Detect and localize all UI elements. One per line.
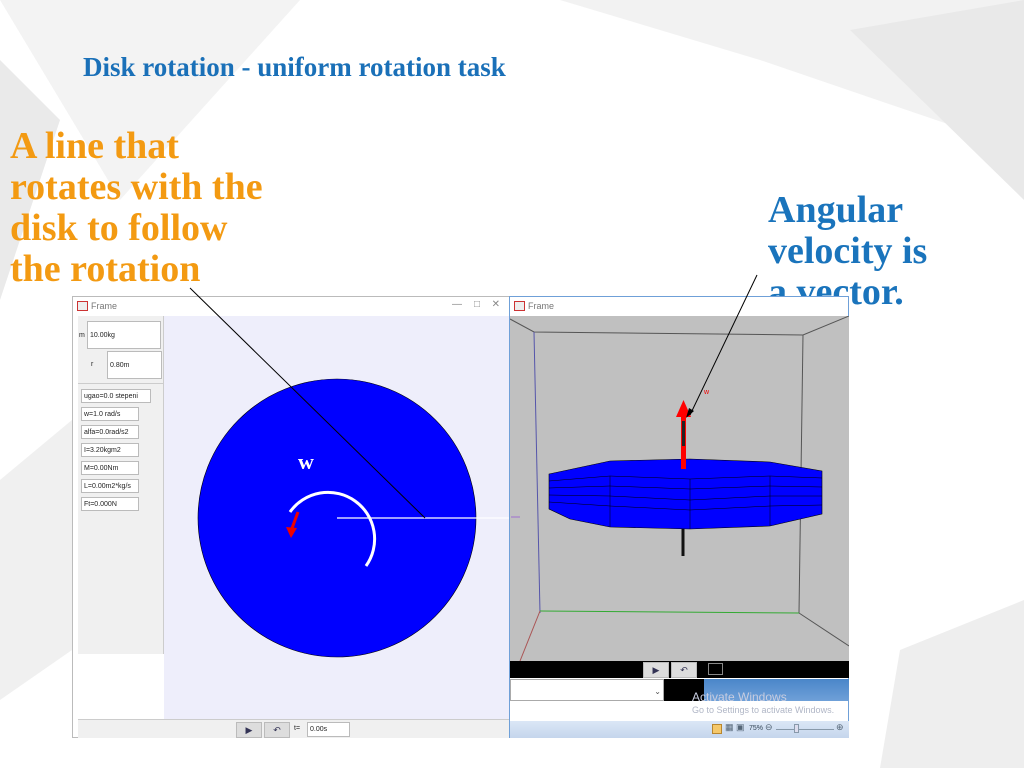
maximize-button[interactable]: □ (473, 299, 480, 310)
tangential-force-readout: Ft=0.000N (81, 497, 139, 511)
zoom-out-icon[interactable]: ⊖ (765, 722, 773, 732)
zoom-level[interactable]: 75% (749, 725, 764, 732)
zoom-slider-thumb[interactable] (794, 724, 799, 733)
title-bar: Frame — □ ✕ (73, 297, 510, 316)
zoom-slider[interactable] (776, 729, 834, 730)
annotation-line: disk to follow (10, 207, 228, 249)
title-bar: Frame (510, 297, 848, 316)
normal-view-icon[interactable] (712, 724, 722, 734)
chevron-down-icon: ⌄ (654, 687, 661, 696)
window-title: Frame (91, 301, 118, 311)
alpha-readout: alfa=0.0rad/s2 (81, 425, 139, 439)
room-edge (533, 331, 541, 614)
annotation-line: velocity is (768, 230, 928, 272)
bottom-controls: ▶ ↶ t= 0.00s (78, 719, 510, 738)
mass-input[interactable]: 10.00kg (87, 321, 161, 349)
black-region (664, 679, 704, 701)
room-edge (798, 612, 850, 647)
disk-canvas: w (164, 316, 510, 719)
watermark-line2: Go to Settings to activate Windows. (692, 705, 835, 715)
parameters-panel: m 10.00kg r 0.80m ugao=0.0 stepeni w=1.0… (78, 316, 164, 654)
annotation-line: Angular (768, 189, 904, 231)
annotation-angular-velocity: Angular velocity is a vector. (768, 190, 927, 313)
annotation-rotating-line: A line that rotates with the disk to fol… (10, 126, 263, 290)
blue-region (704, 679, 849, 701)
reset-button[interactable]: ↶ (264, 722, 290, 738)
inertia-readout: I=3.20kgm2 (81, 443, 139, 457)
radius-input[interactable]: 0.80m (107, 351, 162, 379)
annotation-line: rotates with the (10, 166, 263, 208)
mass-label: m (79, 332, 85, 339)
close-button[interactable]: ✕ (491, 299, 500, 310)
right-frame-window: Frame w ▶ ↶ ⌄ Activate Windows Go to Set… (509, 296, 850, 738)
java-app-icon (514, 301, 525, 311)
vector-label: w (704, 389, 710, 396)
play-button[interactable]: ▶ (236, 722, 262, 738)
toggle-box[interactable] (708, 663, 723, 675)
annotation-line: A line that (10, 125, 179, 167)
zoom-in-icon[interactable]: ⊕ (836, 722, 844, 732)
watermark-line1: Activate Windows (692, 690, 787, 704)
time-input[interactable]: 0.00s (307, 722, 350, 737)
slide-title: Disk rotation - uniform rotation task (83, 52, 506, 82)
time-label: t= (294, 725, 301, 732)
play-button[interactable]: ▶ (643, 662, 669, 678)
minimize-button[interactable]: — (452, 299, 462, 310)
slide-sorter-icon[interactable]: ▦ (725, 722, 734, 732)
angular-momentum-readout: L=0.00m2*kg/s (81, 479, 139, 493)
window-title: Frame (528, 301, 555, 311)
omega-label: w (298, 449, 314, 474)
omega-readout: w=1.0 rad/s (81, 407, 139, 421)
angle-readout: ugao=0.0 stepeni (81, 389, 151, 403)
room-edge (509, 315, 850, 336)
3d-disk (548, 458, 823, 530)
reading-view-icon[interactable]: ▣ (736, 722, 745, 732)
room-edge (539, 610, 800, 614)
vector-arrowhead-icon (676, 400, 691, 417)
dropdown-field[interactable]: ⌄ (510, 679, 664, 701)
room-edge (519, 610, 541, 662)
3d-canvas: w (509, 315, 850, 662)
3d-controls: ▶ ↶ (510, 661, 849, 678)
java-app-icon (77, 301, 88, 311)
divider (78, 383, 164, 384)
reset-button[interactable]: ↶ (671, 662, 697, 678)
annotation-line: the rotation (10, 248, 201, 290)
left-frame-window: Frame — □ ✕ m 10.00kg r 0.80m ugao=0.0 s… (72, 296, 511, 738)
status-bar: ▦ ▣ 75% ⊖ ⊕ (510, 721, 849, 738)
radius-label: r (91, 361, 94, 368)
torque-readout: M=0.00Nm (81, 461, 139, 475)
